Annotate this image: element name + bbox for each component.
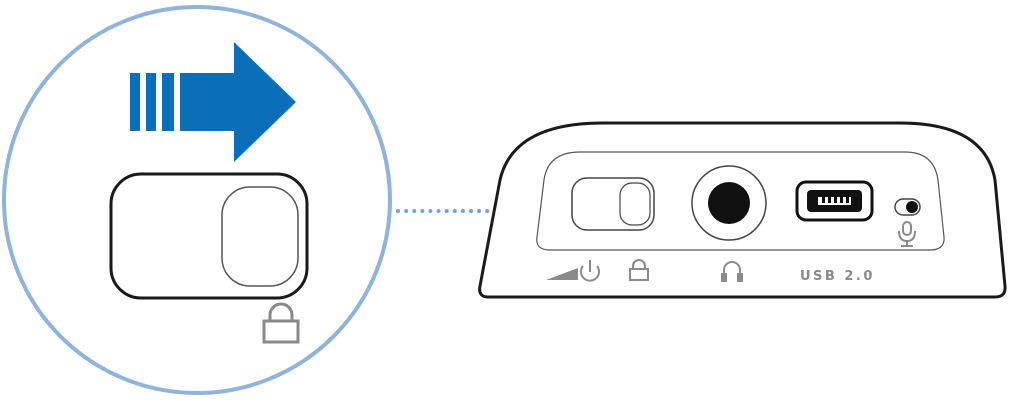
headphones-icon — [721, 261, 743, 282]
device-body: USB 2.0 — [478, 121, 1007, 299]
microphone-icon — [898, 221, 916, 247]
arrow-right-icon — [130, 42, 296, 162]
zoom-callout — [2, 5, 392, 395]
lock-icon — [262, 302, 300, 344]
lock-icon-small — [629, 259, 649, 281]
lock-slider-switch — [571, 177, 655, 231]
headphone-jack — [691, 165, 767, 241]
power-icon — [580, 260, 600, 282]
volume-ramp-icon — [546, 268, 578, 280]
lock-slider-switch-magnified — [109, 172, 309, 300]
usb-label: USB 2.0 — [800, 269, 875, 284]
slider-knob — [221, 186, 299, 287]
usb-port-icon — [795, 180, 874, 222]
microphone-hole — [894, 198, 921, 216]
